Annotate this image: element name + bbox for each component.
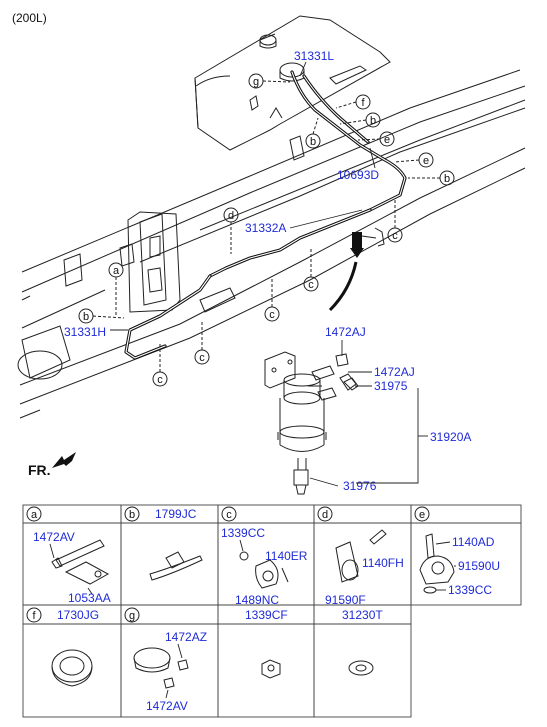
legend-g-part-2: 1472AV	[146, 699, 188, 713]
label-31975: 31975	[374, 379, 408, 393]
legend-1339CF-title: 1339CF	[245, 608, 288, 622]
legend-e-part-3: 1339CC	[448, 583, 492, 597]
legend-e-part-2: 91590U	[458, 559, 500, 573]
callout-b-right: b	[444, 173, 450, 185]
legend-e-part-1: 1140AD	[452, 535, 495, 549]
chassis-frame	[17, 69, 526, 419]
legend-a-part-2: 1053AA	[68, 591, 111, 605]
legend-cell-e: e 1140AD 91590U 1339CC	[414, 506, 500, 597]
callout-b-left: b	[83, 311, 89, 323]
parts-legend-table	[22, 504, 522, 718]
label-31331H: 31331H	[64, 325, 106, 339]
legend-cell-c: c 1339CC 1140ER 1489NC	[221, 506, 308, 607]
callout-f: f	[361, 97, 365, 109]
fuel-pipe-31331H	[124, 274, 212, 360]
callout-b-mid: b	[310, 136, 316, 148]
legend-g-letter: g	[129, 610, 135, 622]
legend-b-letter: b	[129, 509, 135, 521]
legend-d-part-1: 1140FH	[362, 556, 404, 570]
callout-d: d	[228, 210, 234, 222]
label-10693D: 10693D	[337, 168, 379, 182]
callout-c-lower: c	[199, 352, 205, 364]
callout-c-bottom: c	[157, 374, 163, 386]
legend-e-letter: e	[419, 509, 425, 521]
legend-d-part-2: 91590F	[325, 593, 366, 607]
legend-cell-a: a 1472AV 1053AA	[26, 506, 111, 605]
legend-c-part-1: 1339CC	[221, 526, 265, 540]
fuel-pipe-31331L	[290, 70, 407, 212]
callout-c-midleft: c	[269, 309, 275, 321]
legend-cell-f: f 1730JG	[26, 607, 99, 687]
fuel-tank	[194, 15, 391, 151]
callout-a: a	[113, 265, 120, 277]
fuel-pipe-10693D	[361, 227, 385, 247]
callout-g: g	[253, 76, 259, 88]
legend-c-letter: c	[226, 509, 232, 521]
legend-c-part-3: 1489NC	[235, 593, 279, 607]
fuel-pipe-31332A	[208, 208, 372, 278]
legend-b-title: 1799JC	[155, 507, 197, 521]
front-direction-label: FR.	[28, 462, 51, 478]
legend-g-part-1: 1472AZ	[165, 630, 207, 644]
legend-f-letter: f	[32, 610, 36, 622]
legend-cell-d: d 1140FH 91590F	[317, 506, 404, 607]
legend-a-part-1: 1472AV	[33, 530, 75, 544]
fuel-filter-assembly	[264, 351, 359, 495]
label-1472AJ-upper: 1472AJ	[325, 325, 366, 339]
legend-a-letter: a	[31, 509, 38, 521]
legend-c-part-2: 1140ER	[265, 549, 308, 563]
callout-c-mid: c	[308, 279, 314, 291]
callouts: g f b e b e b c d c	[78, 73, 455, 387]
label-31920A: 31920A	[430, 430, 471, 444]
callout-b-tank: b	[370, 115, 376, 127]
legend-cell-g: g 1472AZ 1472AV	[124, 607, 207, 713]
legend-31230T-title: 31230T	[342, 608, 383, 622]
label-31976: 31976	[343, 479, 377, 493]
legend-cell-31230T: 31230T	[342, 608, 383, 676]
variant-label: (200L)	[12, 11, 47, 25]
front-direction-arrow-icon	[52, 452, 76, 468]
label-1472AJ-lower: 1472AJ	[374, 365, 415, 379]
callout-c-right: c	[392, 230, 398, 242]
filter-location-arrow	[328, 232, 364, 312]
label-31331L: 31331L	[294, 49, 334, 63]
callout-e-upper: e	[384, 134, 390, 146]
callout-e-lower: e	[423, 155, 429, 167]
legend-cell-b: b 1799JC	[124, 506, 203, 581]
legend-cell-1339CF: 1339CF	[245, 608, 288, 679]
label-31332A: 31332A	[245, 221, 286, 235]
label-leaders	[110, 61, 428, 487]
legend-f-title: 1730JG	[57, 608, 99, 622]
legend-d-letter: d	[322, 509, 328, 521]
